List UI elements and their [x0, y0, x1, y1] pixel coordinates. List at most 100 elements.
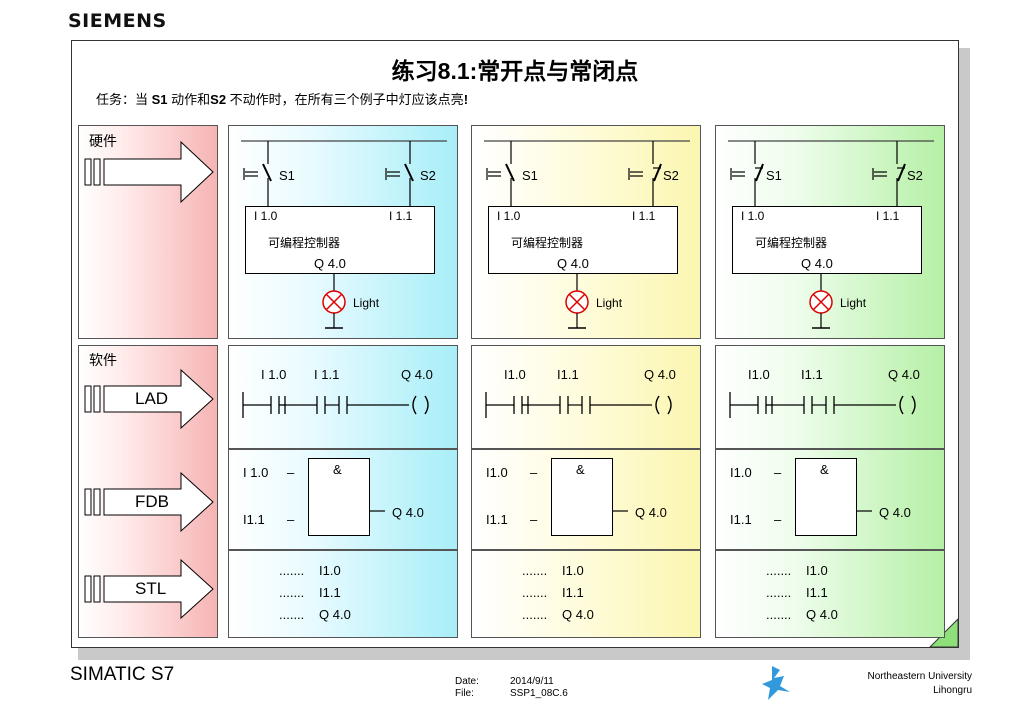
hardware-label: 硬件 [89, 133, 117, 149]
stl-panel-3: .......I1.0.......I1.1.......Q 4.0 [715, 550, 945, 638]
stl-arrow-icon [84, 558, 214, 620]
lad-input-1: I1.0 [748, 367, 770, 382]
task-text: 任务：当 S1 动作和S2 不动作时，在所有三个例子中灯应该点亮! [96, 89, 468, 108]
lamp-icon [322, 290, 346, 314]
software-label: 软件 [89, 352, 117, 368]
university-name: Northeastern University [867, 671, 972, 682]
and-gate-box: & [551, 458, 613, 536]
fdb-output: Q 4.0 [879, 505, 911, 520]
stl-panel-1: .......I1.0.......I1.1.......Q 4.0 [228, 550, 458, 638]
stl-line-3: Q 4.0 [319, 607, 351, 622]
and-gate-box: & [308, 458, 370, 536]
lad-input-2: I 1.1 [314, 367, 340, 382]
plc-input-1: I 1.0 [741, 209, 765, 223]
and-gate-symbol: & [820, 462, 829, 477]
fdb-input-2-pin: – [287, 512, 295, 527]
stl-dots: ....... [766, 563, 792, 578]
stl-line-1: I1.0 [319, 563, 341, 578]
fdb-input-1: I1.0 [486, 465, 508, 480]
fdb-output: Q 4.0 [635, 505, 667, 520]
fdb-input-1: I1.0 [730, 465, 752, 480]
author-name: Lihongru [933, 685, 972, 696]
lad-input-2: I1.1 [557, 367, 579, 382]
file-value: SSP1_08C.6 [510, 688, 568, 699]
lad-arrow-icon [84, 368, 214, 430]
lamp-icon [565, 290, 589, 314]
stl-line-1: I1.0 [806, 563, 828, 578]
hardware-wiring-diagram [728, 140, 934, 329]
plc-output: Q 4.0 [557, 256, 589, 271]
lad-coil-icon [655, 395, 672, 415]
fdb-input-2: I1.1 [730, 512, 752, 527]
lad-input-1: I 1.0 [261, 367, 287, 382]
fdb-arrow-icon [84, 471, 214, 533]
product-name: SIMATIC S7 [70, 664, 175, 685]
fdb-output-wire [857, 510, 872, 512]
fdb-input-1-pin: – [530, 465, 538, 480]
hardware-arrow-icon [84, 140, 214, 204]
and-gate-symbol: & [576, 462, 585, 477]
stl-line-3: Q 4.0 [562, 607, 594, 622]
lad-panel-1: I 1.0 I 1.1 Q 4.0 [228, 345, 458, 449]
stl-dots: ....... [766, 607, 792, 622]
s2-switch-icon [385, 141, 414, 206]
lad-output: Q 4.0 [401, 367, 433, 382]
date-value: 2014/9/11 [510, 676, 554, 687]
s2-switch-icon [628, 141, 662, 206]
plc-input-2: I 1.1 [632, 209, 656, 223]
fdb-panel-3: I1.0 – I1.1 – & Q 4.0 [715, 449, 945, 550]
and-gate-box: & [795, 458, 857, 536]
stl-line-2: I1.1 [562, 585, 584, 600]
lad-output: Q 4.0 [644, 367, 676, 382]
ladder-diagram [242, 392, 429, 418]
task-mid1: 动作和 [167, 92, 211, 107]
hardware-wiring-diagram [484, 140, 690, 329]
lad-contact-icon [316, 396, 326, 414]
stl-panel-2: .......I1.0.......I1.1.......Q 4.0 [471, 550, 701, 638]
stl-line-2: I1.1 [806, 585, 828, 600]
stl-dots: ....... [279, 585, 305, 600]
lad-output: Q 4.0 [888, 367, 920, 382]
fdb-input-1-pin: – [287, 465, 295, 480]
fdb-input-2-pin: – [774, 512, 782, 527]
fdb-output-wire [370, 510, 385, 512]
s2-switch-icon [872, 141, 906, 206]
lamp-icon [809, 290, 833, 314]
ladder-diagram [485, 392, 672, 418]
task-prefix: 任务：当 [96, 92, 152, 107]
plc-box: I 1.0 I 1.1 可编程控制器 Q 4.0 [488, 206, 678, 274]
plc-input-1: I 1.0 [497, 209, 521, 223]
fdb-arrow-label: FDB [135, 492, 169, 511]
lamp-label: Light [840, 296, 867, 310]
lad-contact-icon [559, 396, 569, 414]
lad-contact-icon [757, 396, 767, 414]
stl-dots: ....... [279, 563, 305, 578]
stl-dots: ....... [522, 563, 548, 578]
task-s2: S2 [210, 92, 227, 107]
stl-arrow-label: STL [135, 579, 167, 598]
lad-arrow-label: LAD [135, 389, 169, 408]
plc-name: 可编程控制器 [511, 236, 584, 250]
lad-contact-icon [825, 396, 835, 414]
date-label: Date: [455, 676, 479, 687]
fdb-panel-2: I1.0–I1.1–&Q 4.0 [471, 449, 701, 550]
plc-output: Q 4.0 [801, 256, 833, 271]
fdb-output: Q 4.0 [392, 505, 424, 520]
lamp-label: Light [596, 296, 623, 310]
fdb-output-wire [613, 510, 628, 512]
fdb-input-1-pin: – [774, 465, 782, 480]
lad-contact-icon [803, 396, 813, 414]
lamp-label: Light [353, 296, 380, 310]
s2-label: S2 [663, 168, 679, 183]
fdb-input-2: I1.1 [243, 512, 265, 527]
plc-input-2: I 1.1 [389, 209, 413, 223]
stl-line-1: I1.0 [562, 563, 584, 578]
plc-name: 可编程控制器 [268, 236, 341, 250]
lad-coil-icon [412, 395, 429, 415]
stl-dots: ....... [522, 585, 548, 600]
plc-output: Q 4.0 [314, 256, 346, 271]
plc-name: 可编程控制器 [755, 236, 828, 250]
slide-title: 练习8.1:常开点与常闭点 [391, 58, 639, 84]
